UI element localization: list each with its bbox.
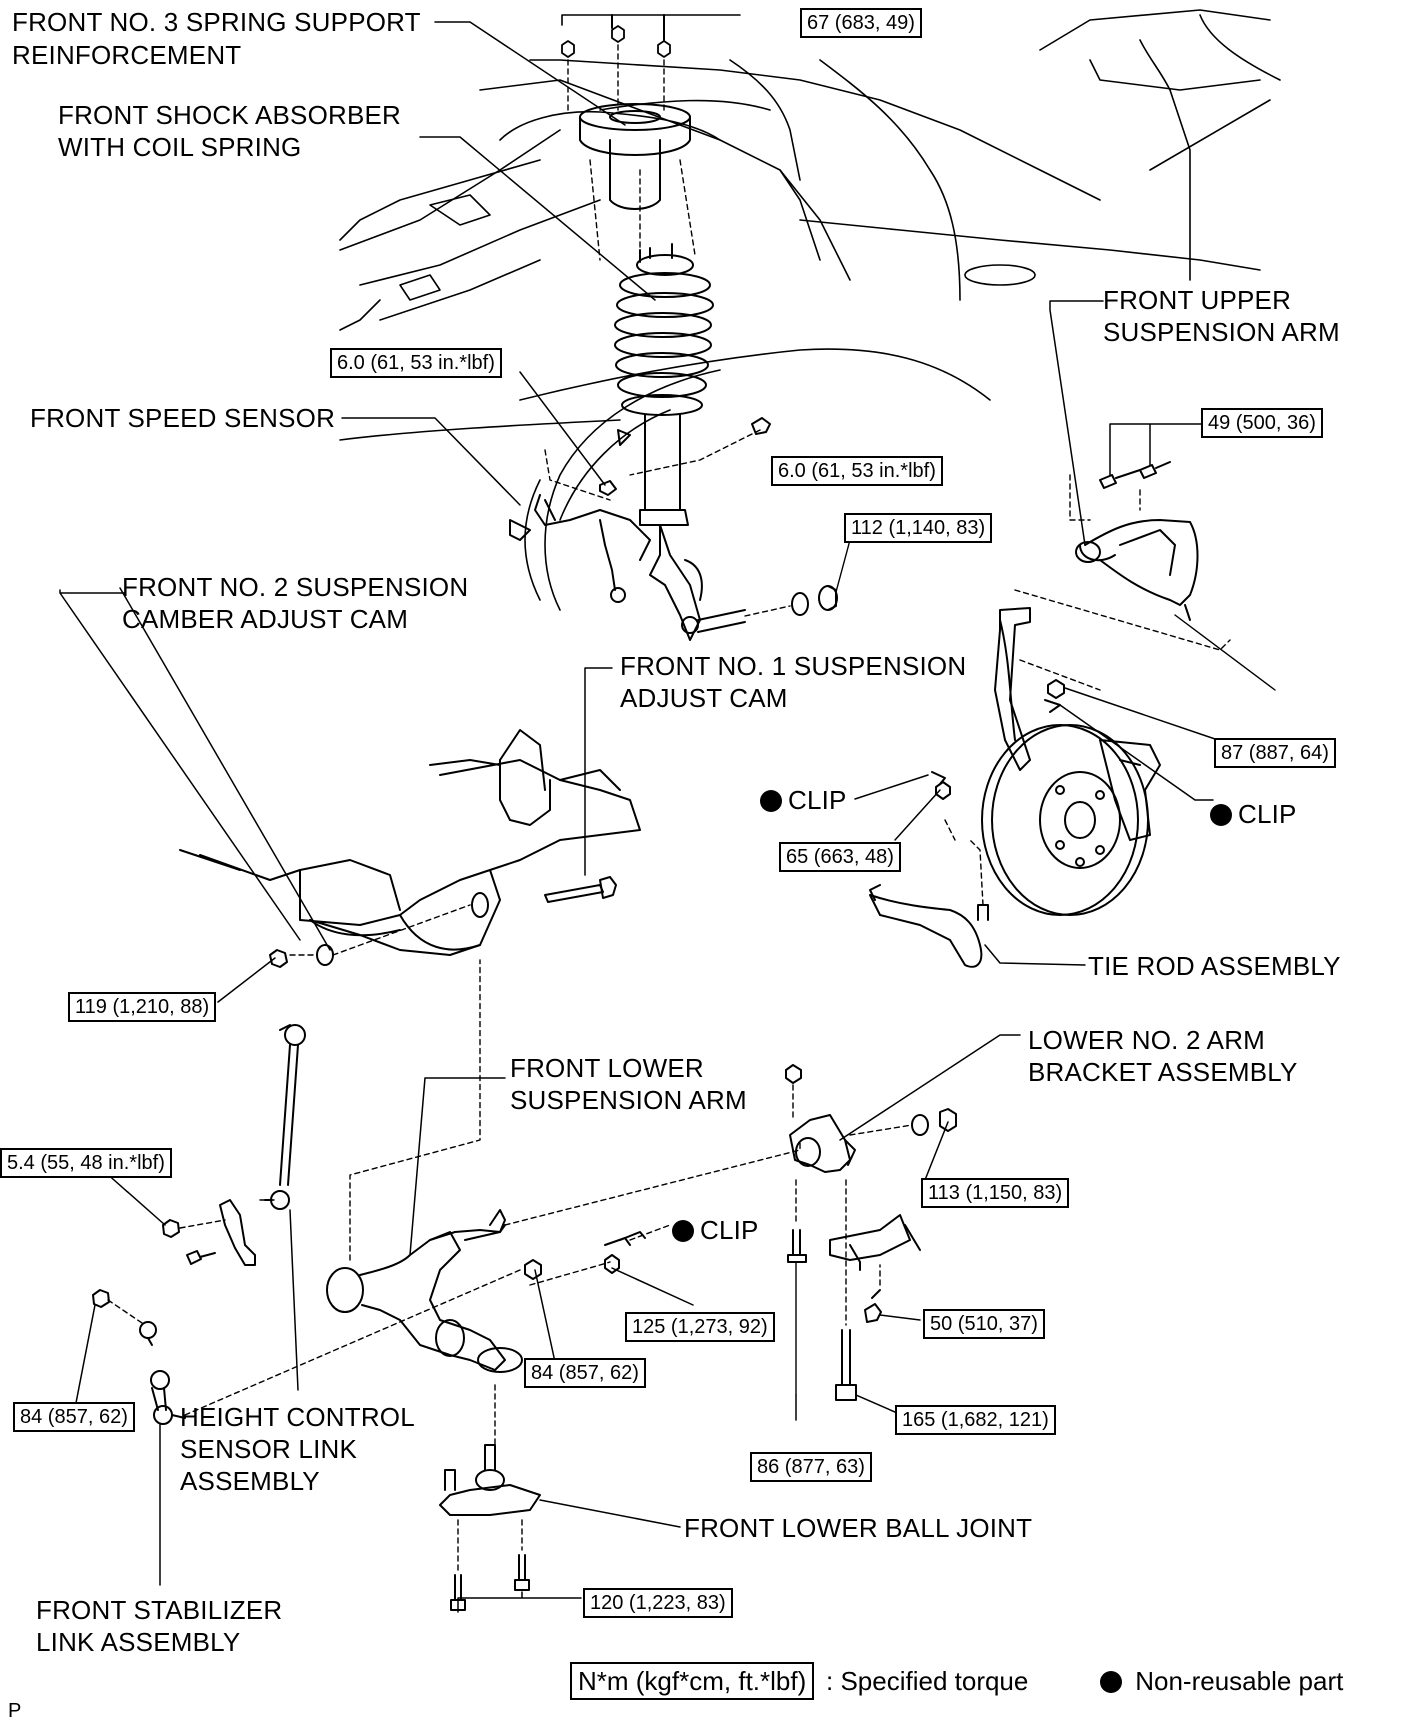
label-adjust-cam-line1: FRONT NO. 1 SUSPENSION [620,651,967,681]
lower-bracket-assembly [789,1114,856,1173]
height-control-sensor-link [264,1024,306,1210]
front-lower-ball-joint [439,1444,541,1516]
label-speed-sensor: FRONT SPEED SENSOR [30,403,336,433]
torque-upper-arm: 49 (500, 36) [1201,408,1323,438]
label-ball-joint: FRONT LOWER BALL JOINT [684,1513,1033,1543]
label-spring-support-line2: REINFORCEMENT [12,40,242,70]
torque-sensor-bolt-upper: 6.0 (61, 53 in.*lbf) [330,348,502,378]
torque-ball-joint-nut: 125 (1,273, 92) [625,1312,775,1342]
nonreusable-dot-icon [1100,1671,1122,1693]
brake-caliper [1099,739,1161,841]
bracket-washers [911,1108,957,1136]
nonreusable-dot-icon [1210,804,1232,826]
label-lower-arm-line2: SUSPENSION ARM [510,1085,747,1115]
torque-tie-rod: 65 (663, 48) [779,842,901,872]
lower-arm-guide-lines [349,959,801,1471]
steering-knuckle [994,607,1031,771]
torque-stabilizer-upper: 84 (857, 62) [524,1358,646,1388]
height-sensor-bracket [219,1199,256,1266]
label-upper-arm-line2: SUSPENSION ARM [1103,317,1340,347]
leader-lines [59,21,1219,1613]
label-shock-absorber-line1: FRONT SHOCK ABSORBER [58,100,402,130]
lower-suspension-arm [326,1224,523,1373]
bracket-plate [829,1214,921,1271]
upper-ball-nut [1047,679,1065,699]
clip-lower-pin [619,1231,646,1241]
shock-lower-nut [791,585,838,616]
torque-bracket-bolt: 50 (510, 37) [923,1309,1045,1339]
label-height-sensor-line1: HEIGHT CONTROL [180,1402,415,1432]
bracket-nut-top [785,1064,802,1084]
vehicle-body-outline [339,9,1281,611]
cam-washer-nut [269,944,334,968]
torque-bracket-long-bolt: 165 (1,682, 121) [895,1405,1056,1435]
label-lower-arm-line1: FRONT LOWER [510,1053,704,1083]
nonreusable-dot-icon [672,1220,694,1242]
label-adjust-cam-line2: ADJUST CAM [620,683,788,713]
label-shock-absorber-line2: WITH COIL SPRING [58,132,302,162]
torque-stabilizer-lower: 84 (857, 62) [13,1402,135,1432]
label-clip-right: CLIP [1210,798,1297,830]
torque-shock-lower: 112 (1,140, 83) [844,513,993,543]
upper-arm-bolts [1099,461,1171,489]
label-height-sensor-line3: ASSEMBLY [180,1466,320,1496]
torque-upper-ball: 87 (887, 64) [1214,738,1336,768]
legend-torque-desc: : Specified torque [826,1666,1029,1696]
legend-torque-unit: N*m (kgf*cm, ft.*lbf) [570,1662,815,1700]
support-nuts [561,25,671,58]
torque-height-sensor: 5.4 (55, 48 in.*lbf) [0,1148,172,1178]
label-lower-bracket-line1: LOWER NO. 2 ARM [1028,1025,1266,1055]
height-sensor-nut [162,1219,180,1238]
torque-ball-joint-bolts: 120 (1,223, 83) [583,1588,733,1618]
lower-arm-bolt-stud [489,1209,506,1233]
ball-joint-nut [604,1237,631,1274]
ball-joint-bolts [450,1554,530,1611]
clip-text: CLIP [700,1215,759,1245]
suspension-crossmember [179,729,641,956]
clip-text: CLIP [788,785,847,815]
height-sensor-bolt [186,1250,216,1265]
legend-nonreusable-text: Non-reusable part [1135,1666,1344,1696]
upper-suspension-arm [1075,519,1199,621]
label-height-sensor-line2: SENSOR LINK [180,1434,358,1464]
torque-bracket-nut: 113 (1,150, 83) [921,1178,1070,1208]
stabilizer-link [139,1321,186,1425]
label-tie-rod: TIE ROD ASSEMBLY [1088,951,1341,981]
clip-upper-pin [1044,699,1061,713]
label-stabilizer-line1: FRONT STABILIZER [36,1595,283,1625]
lower-arm-nut [524,1259,542,1280]
label-spring-support-line1: FRONT NO. 3 SPRING SUPPORT [12,7,421,37]
sensor-bolts [599,417,771,496]
bracket-small-bolt [864,1289,882,1323]
speed-sensor [509,494,651,603]
label-lower-bracket-line2: BRACKET ASSEMBLY [1028,1057,1298,1087]
nonreusable-dot-icon [760,790,782,812]
torque-sensor-bolt-lower: 6.0 (61, 53 in.*lbf) [771,456,943,486]
spring-support-reinforcement [579,103,691,210]
bracket-vertical-bolt [787,1229,807,1263]
bracket-long-bolt [835,1329,857,1401]
torque-spring-support: 67 (683, 49) [800,8,922,38]
camber-cam-bolt [544,876,617,903]
clip-text: CLIP [1238,799,1297,829]
label-stabilizer-line2: LINK ASSEMBLY [36,1627,241,1657]
stabilizer-nut-top [92,1289,110,1308]
torque-bracket-vertical-bolt: 86 (877, 63) [750,1452,872,1482]
label-camber-cam-line1: FRONT NO. 2 SUSPENSION [122,572,469,602]
label-clip-left: CLIP [760,784,847,816]
page-mark: P [8,1700,22,1722]
label-camber-cam-line2: CAMBER ADJUST CAM [122,604,409,634]
label-clip-lower: CLIP [672,1214,759,1246]
tie-rod-assembly [869,884,989,968]
shock-absorber-with-coil-spring [614,243,746,641]
legend-nonreusable: Non-reusable part [1100,1666,1343,1696]
support-guide-lines [567,44,696,261]
torque-cam-nut: 119 (1,210, 88) [68,992,217,1022]
label-upper-arm-line1: FRONT UPPER [1103,285,1292,315]
